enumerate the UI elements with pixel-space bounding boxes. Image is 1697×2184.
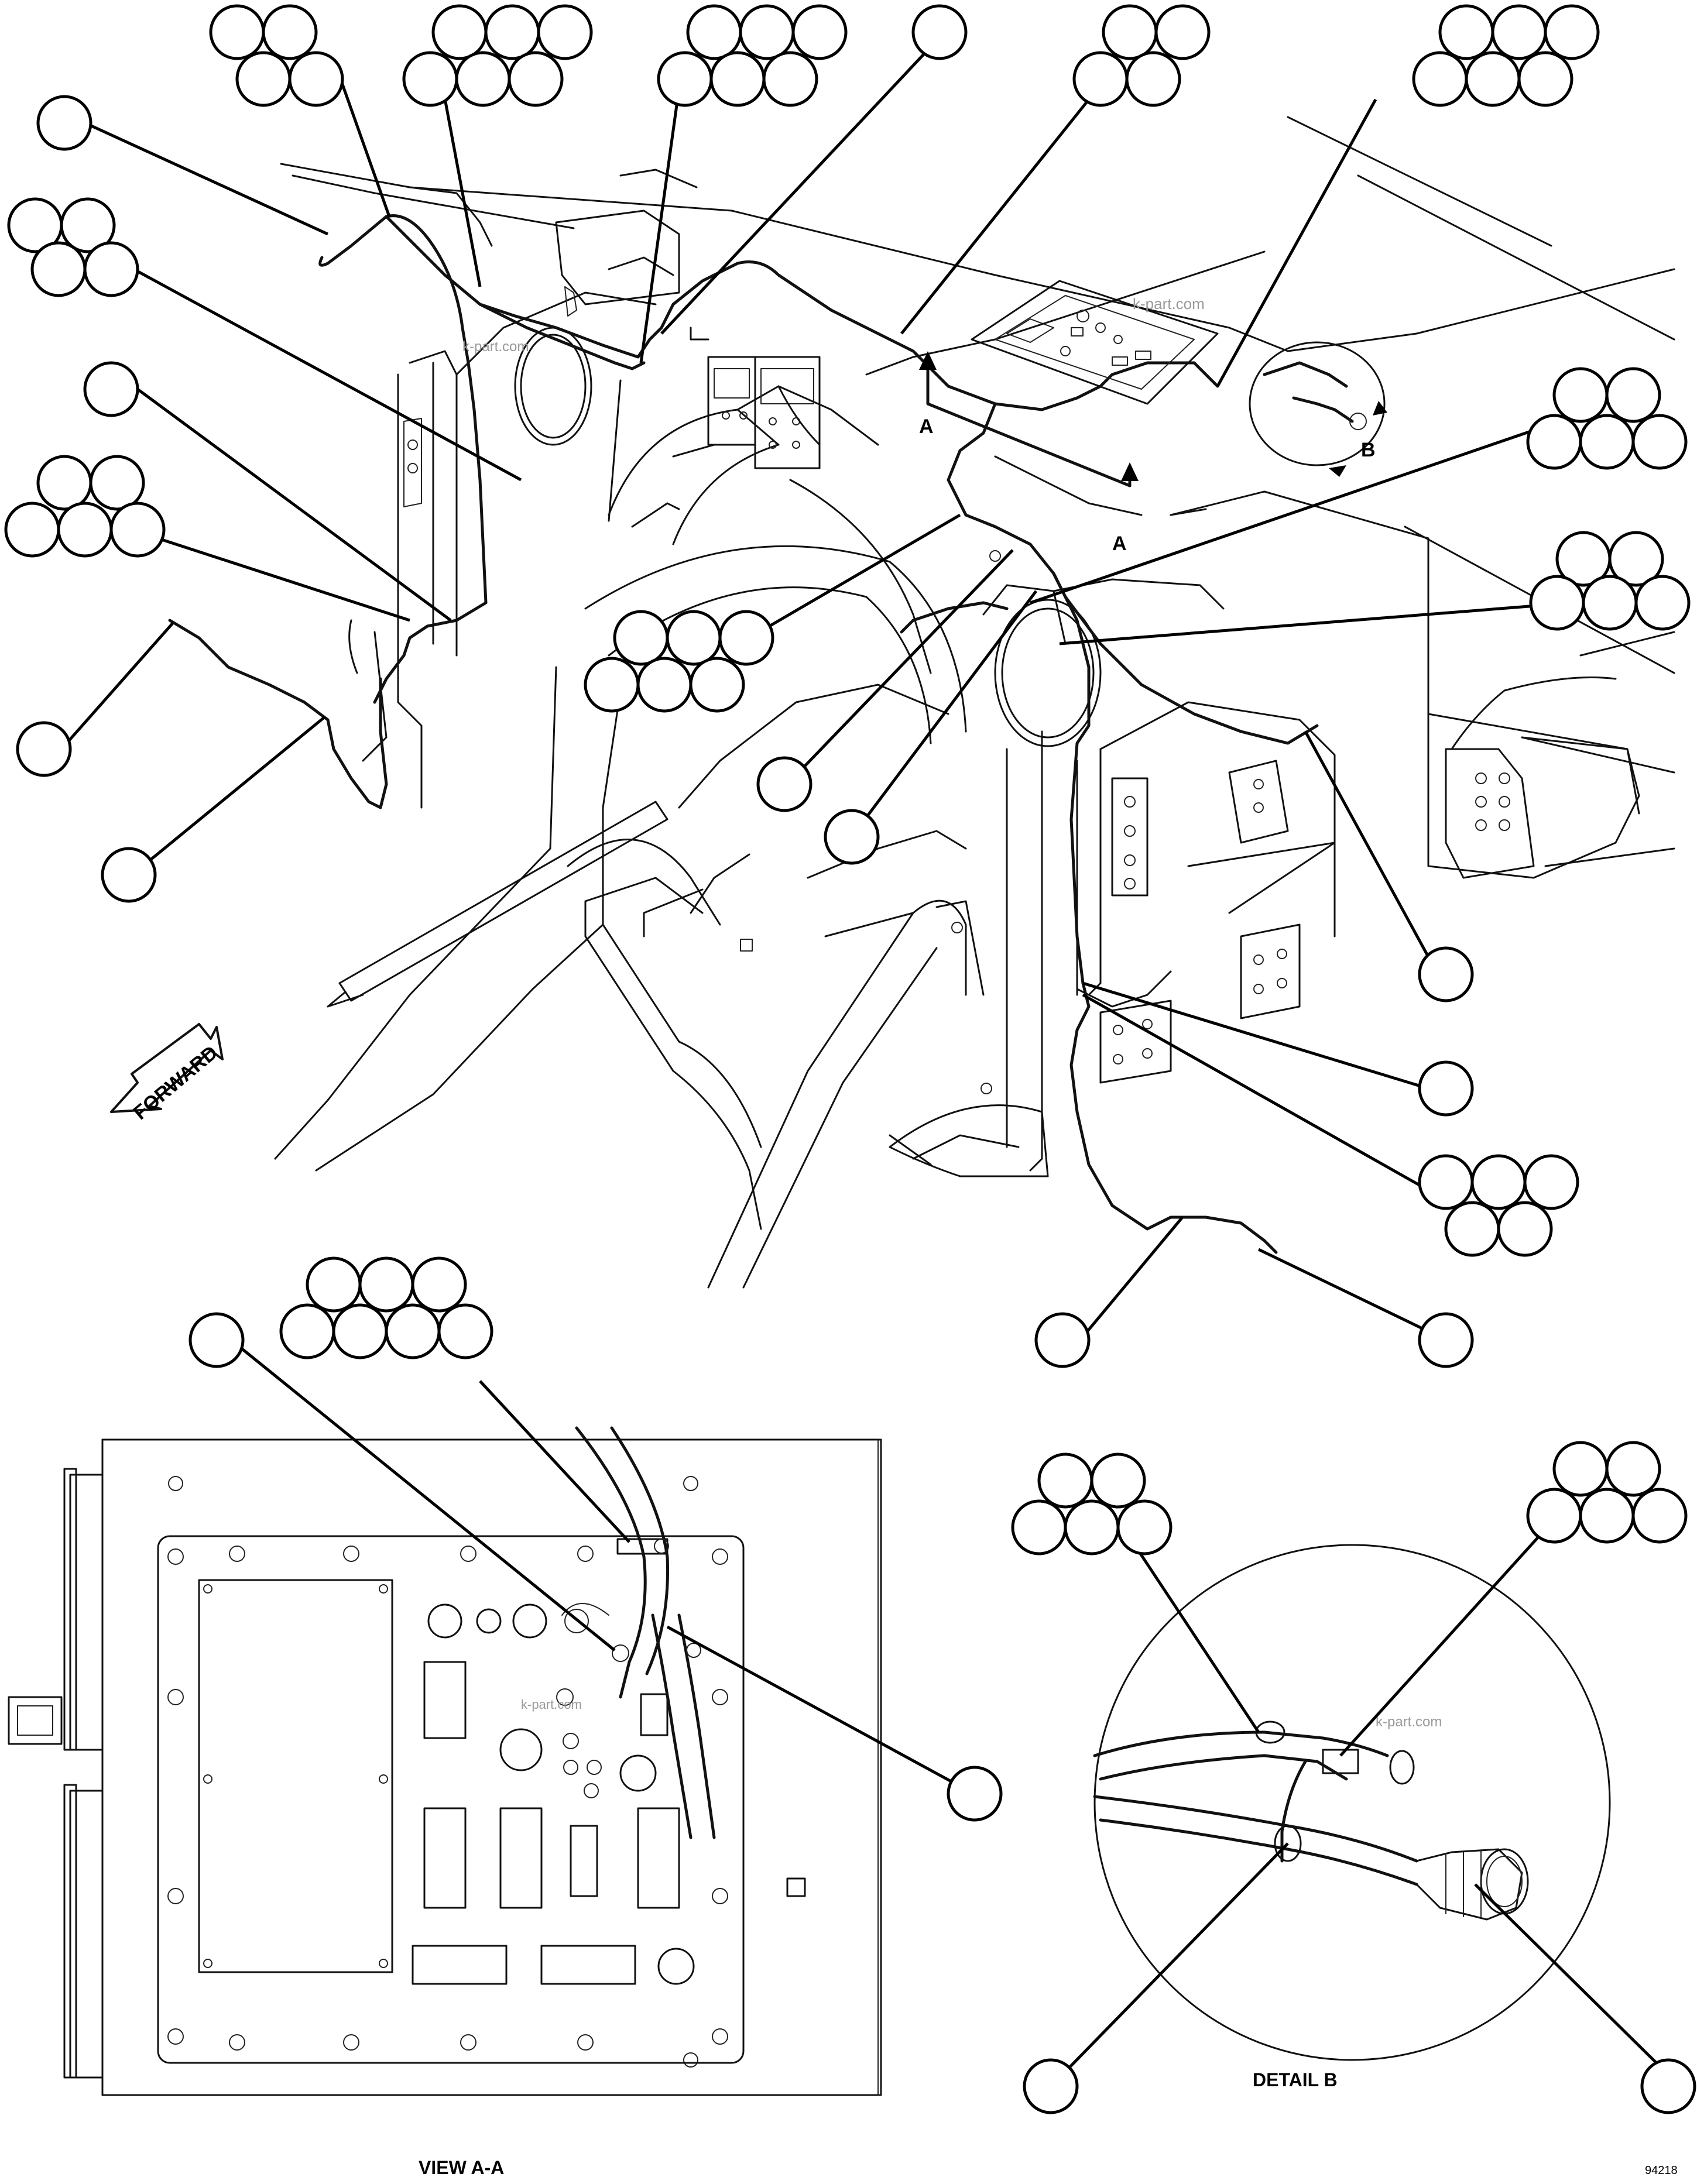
detail-b-caption: DETAIL B [1253,2069,1338,2090]
watermark-view-aa: k-part.com [521,1697,582,1712]
callout-group-center-1 [584,610,774,713]
callout-group-top-3 [657,4,848,107]
callout-group-detailb-4 [1640,2058,1696,2114]
callout-group-top-6 [1412,4,1600,107]
callout-group-viewaa-1 [188,1312,245,1368]
callout-group-left-5 [16,721,72,777]
detail-b-view [1093,1544,1611,2061]
callout-group-top-2 [402,4,593,107]
watermark-top: k-part.com [1133,295,1205,313]
callout-group-top-4 [911,4,968,60]
callout-balloons [4,4,1696,2114]
section-a-label-top: A [919,415,934,438]
watermark-left: k-part.com [462,339,529,355]
callout-group-center-2 [756,756,812,812]
callout-group-right-2 [1529,531,1691,631]
callout-group-right-3 [1418,946,1474,1002]
drawing-number: 94218 [1645,2164,1678,2177]
callout-group-bottom-2 [1418,1312,1474,1368]
callout-group-viewaa-2 [279,1256,493,1359]
leader-lines [60,46,1669,2076]
callout-group-detailb-3 [1023,2058,1079,2114]
frame-structure [274,116,1675,1289]
callout-group-viewaa-3 [947,1766,1003,1822]
callout-group-detailb-1 [1011,1452,1173,1555]
callout-group-bottom-1 [1034,1312,1091,1368]
callout-group-detailb-2 [1526,1441,1688,1544]
callout-group-center-3 [824,809,880,865]
callout-group-top-1 [209,4,344,107]
callout-group-left-4 [4,455,166,558]
callout-group-left-1 [36,95,92,151]
callout-group-right-5 [1418,1154,1579,1257]
callout-group-top-5 [1072,4,1211,107]
section-a-cut-line [919,351,1139,487]
section-a-label-bottom: A [1112,533,1127,555]
watermark-detail-b: k-part.com [1376,1714,1442,1730]
callout-group-left-6 [101,847,157,903]
callout-group-left-3 [83,361,139,417]
forward-arrow-label: FORWARD [129,1042,222,1125]
forward-arrow-icon [110,1023,224,1113]
view-aa-panel [8,1426,882,2096]
callout-group-left-2 [7,197,139,297]
wire-harness-main [168,214,1319,1254]
control-panel-iso [971,280,1219,405]
callout-group-right-4 [1418,1060,1474,1117]
callout-group-right-1 [1526,367,1688,470]
view-aa-caption: VIEW A-A [419,2157,504,2178]
detail-b-marker-circle [1249,341,1387,477]
detail-b-marker-label: B [1361,439,1376,461]
